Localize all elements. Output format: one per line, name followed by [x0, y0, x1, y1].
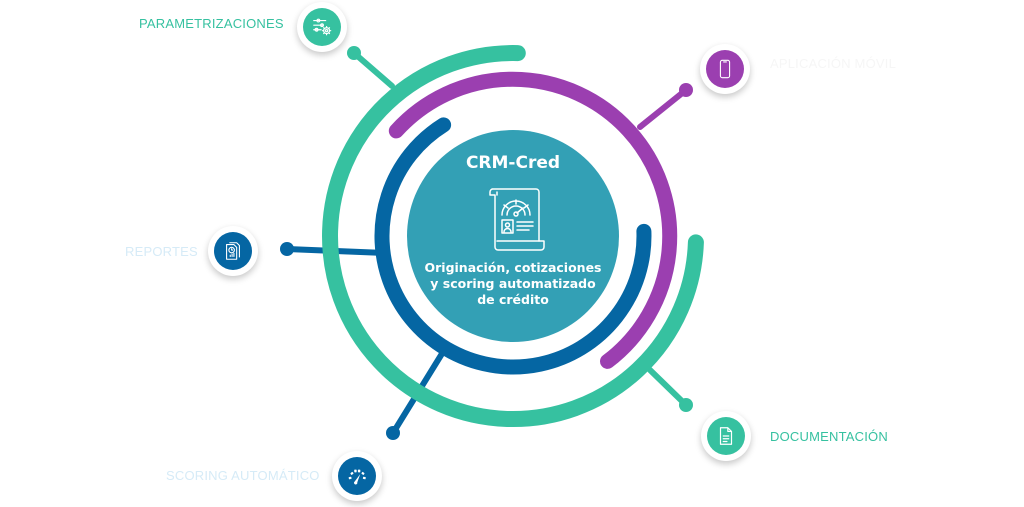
center-subtitle-line: Originación, cotizaciones — [424, 260, 602, 275]
center-circle — [407, 130, 619, 342]
connector-app-movil — [637, 87, 689, 130]
node-icon-circle — [214, 232, 252, 270]
node-icon-circle — [707, 417, 745, 455]
node-reportes[interactable] — [208, 226, 258, 276]
node-label-parametrizaciones: PARAMETRIZACIONES — [139, 16, 284, 31]
node-parametrizaciones[interactable] — [297, 2, 347, 52]
connector-dot-app-movil — [679, 83, 693, 97]
sliders-gear-icon — [313, 18, 332, 36]
node-label-app-movil: APLICACIÓN MÓVIL — [770, 56, 897, 71]
center-title: CRM-Cred — [465, 153, 561, 173]
connector-parametrizaciones — [351, 50, 395, 89]
speedometer-icon — [348, 469, 366, 485]
node-app-movil[interactable] — [700, 44, 750, 94]
node-icon-circle — [706, 50, 744, 88]
middle-ring-purple — [388, 71, 678, 369]
node-label-documentacion: DOCUMENTACIÓN — [770, 429, 888, 444]
connector-dot-parametrizaciones — [347, 46, 361, 60]
credit-score-document-icon — [489, 188, 545, 251]
connector-documentacion — [647, 367, 689, 408]
center-subtitle-line: y scoring automatizado — [430, 276, 596, 291]
node-icon-circle — [338, 457, 376, 495]
node-scoring[interactable] — [332, 451, 382, 501]
node-label-scoring: SCORING AUTOMÁTICO — [166, 468, 320, 483]
connector-dot-scoring — [386, 426, 400, 440]
document-icon — [719, 427, 733, 445]
connector-dot-documentacion — [679, 398, 693, 412]
inner-ring-blue — [374, 117, 652, 375]
smartphone-icon — [719, 59, 731, 79]
connector-dot-reportes — [280, 242, 294, 256]
outer-ring-green — [322, 45, 704, 428]
center-subtitle: Originación, cotizaciones y scoring auto… — [413, 260, 613, 308]
node-icon-circle — [303, 8, 341, 46]
report-chart-icon — [226, 242, 240, 260]
node-label-reportes: REPORTES — [125, 244, 198, 259]
center-subtitle-line: de crédito — [477, 292, 549, 307]
node-documentacion[interactable] — [701, 411, 751, 461]
